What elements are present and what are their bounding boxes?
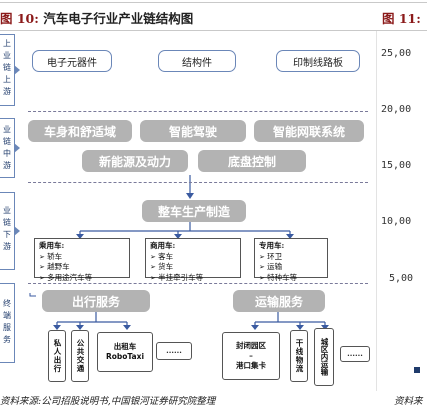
side-label-downstream: 业 链 下 游 [0,192,15,270]
midstream-arrow-icon [14,143,20,153]
divider-midstream [28,182,368,183]
y-tick-10000: 10,00 [381,216,412,227]
arrowhead-production [186,193,194,199]
upstream-item-components: 电子元器件 [32,50,112,72]
figure-11-label: 图 11: [382,11,421,26]
side-label-upstream: 上 业 链 上 游 [0,34,15,106]
header-top-rule [0,2,427,3]
source-note-right: 资料来 [394,396,423,407]
upstream-item-pcb: 印制线路板 [276,50,360,72]
arrowhead-public [76,325,84,330]
legend-marker [414,367,420,373]
arrowhead-taxi [123,325,131,330]
figure-10-title: 图 10: 汽车电子行业产业链结构图 [0,8,193,27]
transport-more: ...... [340,346,370,362]
arrowhead-park [251,325,259,330]
category-passenger: 乘用车: 轿车 越野车 多用途汽车等 [34,238,130,282]
arrowhead-city [321,325,329,330]
arrowhead-passenger [76,234,84,239]
divider-downstream [28,283,368,284]
midstream-body-comfort: 车身和舒适域 [28,120,132,142]
midstream-smart-driving: 智能驾驶 [140,120,246,142]
y-tick-15000: 15,00 [381,160,412,171]
side-label-midstream: 业 链 中 游 [0,118,15,178]
arrowhead-trunk [296,325,304,330]
travel-more: ...... [156,342,192,360]
arrowhead-special [286,234,294,239]
arrowhead-commercial [174,234,182,239]
category-commercial: 商用车: 客车 货车 半挂牵引车等 [145,238,241,282]
midstream-connected-systems: 智能网联系统 [254,120,364,142]
midstream-chassis: 底盘控制 [198,150,306,172]
divider-upstream [28,111,368,112]
arrowhead-private [53,325,61,330]
transport-trunk: 干线物流 [290,330,308,382]
transport-service: 运输服务 [233,290,325,312]
transport-city: 城区内运输 [314,328,334,386]
upstream-arrow-icon [14,65,20,75]
y-tick-20000: 20,00 [381,104,412,115]
y-tick-25000: 25,00 [381,48,412,59]
header-bottom-rule [0,30,427,31]
source-note-left: 资料来源:公司招股说明书,中国银河证券研究院整理 [0,396,216,407]
travel-private: 私人出行 [48,330,66,382]
travel-service: 出行服务 [42,290,150,312]
travel-public: 公共交通 [71,330,89,382]
upstream-item-structural: 结构件 [158,50,236,72]
category-special: 专用车: 环卫 运输 特种车等 [254,238,328,282]
travel-taxi: 出租车 RoboTaxi [97,332,153,372]
figure-divider [376,31,377,391]
downstream-arrow-icon [14,226,20,236]
vehicle-production: 整车生产制造 [142,200,246,222]
bracket-travel [29,293,36,297]
figure-10-label: 图 10: [0,11,39,26]
midstream-new-energy: 新能源及动力 [82,150,188,172]
transport-park: 封闭园区 – 港口集卡 [222,332,280,380]
figure-10-caption: 汽车电子行业产业链结构图 [43,11,194,26]
side-label-terminal: 终 端 服 务 [0,283,15,363]
y-tick-5000: 5,00 [389,273,414,284]
